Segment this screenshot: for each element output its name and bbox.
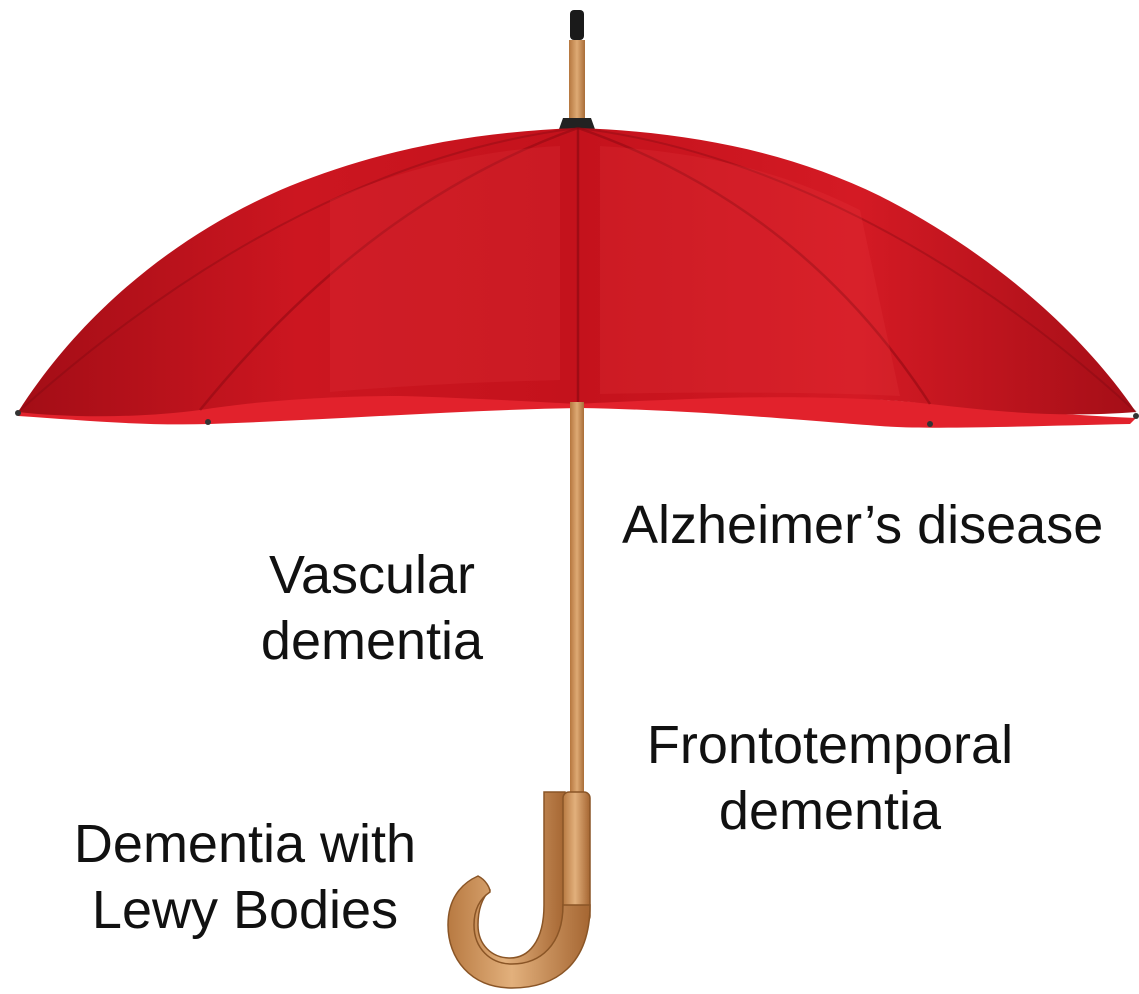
label-frontotemporal-line-1: Frontotemporal [620,712,1040,778]
label-alzheimers-disease: Alzheimer’s disease [622,492,1132,558]
umbrella-shaft [570,402,584,792]
label-vascular-dementia: Vascular dementia [232,542,512,674]
label-frontotemporal-line-2: dementia [620,778,1040,844]
label-lewy-line-1: Dementia with [40,811,450,877]
umbrella-handle [448,792,590,988]
umbrella-tip [558,10,596,132]
label-frontotemporal-dementia: Frontotemporal dementia [620,712,1040,844]
label-vascular-line-1: Vascular [232,542,512,608]
label-dementia-with-lewy-bodies: Dementia with Lewy Bodies [40,811,450,943]
label-lewy-line-2: Lewy Bodies [40,877,450,943]
label-alzheimers-line-1: Alzheimer’s disease [622,492,1132,558]
label-vascular-line-2: dementia [232,608,512,674]
umbrella-canopy [15,128,1139,428]
